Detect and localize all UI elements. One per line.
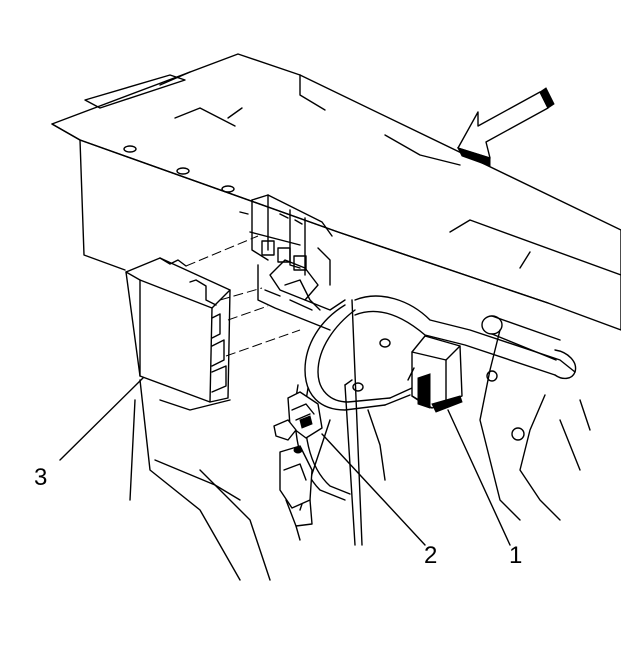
relay: [407, 335, 463, 413]
callout-label-2: 2: [424, 542, 438, 569]
control-module: [125, 235, 301, 403]
callout-label-3: 3: [34, 464, 48, 491]
leader-line-3: [59, 377, 144, 461]
mounting-bracket: [239, 194, 346, 331]
leader-line-2: [321, 433, 426, 546]
harness-connector: [273, 391, 323, 541]
forward-direction-arrow-icon: [457, 87, 555, 167]
dash-panel: [51, 53, 621, 331]
callout-label-1: 1: [509, 542, 523, 569]
leader-line-1: [447, 409, 511, 546]
